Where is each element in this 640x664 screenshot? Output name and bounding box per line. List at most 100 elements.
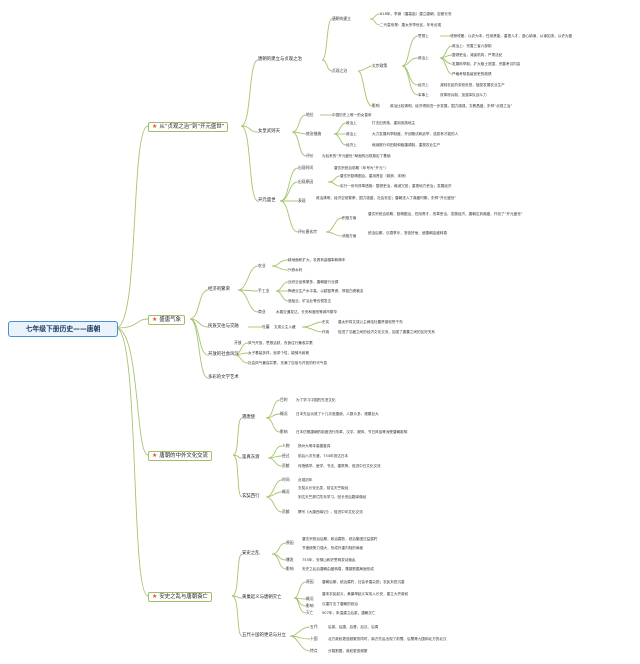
- leaf-text: 陶瓷业生产水平高，以越窑青瓷、邢窑白瓷著名: [288, 289, 364, 293]
- leaf-text: 755年，安禄山和史思明发动叛乱: [302, 558, 356, 562]
- node-xz-time[interactable]: 时间: [282, 477, 290, 482]
- topic-wu-zetian[interactable]: 女皇武则天: [258, 129, 280, 134]
- leaf-text: 促进了汉藏之间的经济文化交流，加强了唐蕃之间的友好关系: [338, 330, 436, 334]
- topic-xuanzang[interactable]: 玄奘西行: [242, 494, 260, 499]
- topic-kaiyuan[interactable]: 开元盛世: [258, 198, 276, 203]
- leaf-text: 分裂割据，政权更迭频繁: [328, 649, 368, 653]
- leaf-text: 到达天竺那烂陀寺学习，回长安后翻译佛经: [298, 495, 367, 499]
- leaf-text: 统治后期，沉湎享乐，宠信奸佞，使唐朝由盛转衰: [368, 231, 448, 235]
- leaf-text: 扬州大明寺高僧鉴真: [298, 444, 331, 448]
- leaf-text: 贞观初年: [298, 478, 313, 482]
- node-as-cause[interactable]: 原因: [286, 540, 294, 545]
- leaf-text: 戒骄戒奢，以农为本，任用贤能，重视人才，虚心纳谏，从谏如流，以史为鉴: [450, 34, 573, 38]
- leaf-text: 政治比较清明，经济得到进一步发展，国力增强，文教昌盛，史称“贞观之治”: [390, 104, 513, 108]
- leaf-key: 积极方面: [342, 216, 357, 220]
- leaf-text: 唐玄宗统治后期，政治腐败，统治集团日益腐朽: [302, 537, 378, 541]
- leaf-text: 节度使势力强大，形成外重内轻的局面: [302, 546, 364, 550]
- node-wu-evaluation[interactable]: 评价: [306, 153, 314, 158]
- leaf-key: 作用: [322, 330, 330, 334]
- topic-label: 军事上: [418, 93, 429, 97]
- leaf-key: 政治上: [346, 121, 357, 125]
- node-xz-contribution[interactable]: 贡献: [282, 509, 290, 514]
- branch-anshi-rebellion[interactable]: ★安史之乱与唐朝衰亡: [148, 592, 212, 602]
- node-founding[interactable]: 唐朝的建立: [332, 16, 351, 21]
- branch-label: 盛唐气象: [159, 317, 181, 323]
- leaf-key: 政治上: [346, 132, 357, 136]
- node-kaiyuan-show[interactable]: 表现: [298, 198, 306, 203]
- leaf-text: 耕地面积扩大，农具有曲辕犁和筒车: [288, 258, 346, 262]
- topic-huangchao[interactable]: 黄巢起义与唐朝灭亡: [242, 595, 282, 600]
- node-jz-process[interactable]: 经过: [282, 453, 290, 458]
- node-qts-influence[interactable]: 影响: [280, 429, 288, 434]
- topic-art[interactable]: 多彩的文学艺术: [208, 375, 239, 380]
- node-kaiyuan-evaluation[interactable]: 评价唐玄宗: [298, 229, 317, 234]
- node-open[interactable]: 开放: [234, 340, 242, 345]
- node-wd-ten[interactable]: 十国: [310, 636, 318, 641]
- leaf-text: 沉重打击了唐朝的统治: [322, 602, 358, 606]
- topic-jianzhen[interactable]: 鉴真东渡: [242, 455, 260, 460]
- node-jz-person[interactable]: 人物: [282, 443, 290, 448]
- node-wu-status[interactable]: 地位: [306, 112, 314, 117]
- topic-tang-founding[interactable]: 唐朝的建立与贞观之治: [258, 57, 302, 62]
- node-as-outbreak[interactable]: 爆发: [286, 557, 294, 562]
- star-icon: ★: [152, 316, 158, 323]
- leaf-text: 撰写《大唐西域记》，促进中印文化交流: [298, 510, 363, 514]
- node-kaiyuan-cause[interactable]: 出现原因: [298, 179, 314, 184]
- node-handicraft[interactable]: 手工业: [258, 288, 270, 293]
- branch-label: 安史之乱与唐朝衰亡: [159, 594, 208, 600]
- topic-anshi[interactable]: 安史之乱: [242, 551, 260, 556]
- topic-label: 经济上: [418, 83, 429, 87]
- branch-zhenguan-kaiyuan[interactable]: ★从“贞观之治”到“开元盛世”: [148, 122, 229, 132]
- leaf-text: 政治清明，经济空前繁荣，国力强盛，社会安定；唐朝进入了鼎盛时期，史称“开元盛世”: [316, 196, 457, 200]
- topic-wudai[interactable]: 五代十国的更迭与分立: [242, 633, 286, 638]
- leaf-text: 传授佛学、医学、书法、建筑等，促进中日文化交流: [298, 464, 381, 468]
- node-wd-feature[interactable]: 特点: [310, 648, 318, 653]
- topic-social[interactable]: 开放的社会风气: [208, 352, 239, 357]
- node-qts-purpose[interactable]: 目的: [280, 397, 288, 402]
- leaf-text: 兴修水利: [288, 268, 303, 272]
- leaf-text: 造船业、矿冶业等也很发达: [288, 299, 332, 303]
- leaf-text: 618年，李渊（唐高祖）建立唐朝，定都长安: [380, 12, 452, 16]
- node-taizong-policy[interactable]: 太宗政策: [372, 63, 388, 68]
- node-wd-five[interactable]: 五代: [310, 624, 318, 629]
- leaf-text: 改革府兵制，加强军队战斗力: [440, 93, 487, 97]
- node-jz-contribution[interactable]: 贡献: [282, 463, 290, 468]
- node-tubo[interactable]: 吐蕃: [262, 324, 270, 329]
- node-as-influence[interactable]: 影响: [286, 566, 294, 571]
- branch-shengtang-qixiang[interactable]: ★盛唐气象: [148, 315, 185, 325]
- node-hc-influence[interactable]: 影响: [306, 603, 314, 608]
- leaf-text: 日本先后派遣了十几次遣唐使，人数众多，规模巨大: [296, 412, 379, 416]
- node-commerce[interactable]: 商业: [258, 309, 266, 314]
- root-topic[interactable]: 七年级下册历史——唐朝: [8, 321, 118, 337]
- node-influence[interactable]: 影响: [372, 103, 380, 108]
- branch-label: 唐朝的中外文化交流: [159, 453, 208, 459]
- node-wu-measures[interactable]: 统治措施: [306, 131, 322, 136]
- branch-cultural-exchange[interactable]: ★唐朝的中外文化交流: [148, 451, 212, 461]
- topic-economy[interactable]: 经济的繁荣: [208, 287, 230, 292]
- leaf-text: 文成公主入藏: [274, 325, 296, 329]
- leaf-text: 社会风气兼容并蓄，充满了自信与开放的时代气息: [248, 361, 328, 365]
- leaf-text: 水路交通发达，长安和洛阳等城市繁华: [276, 310, 338, 314]
- leaf-text: 北方政权更迭频繁的同时，南方先后出现了前蜀、后蜀等九国和北方的北汉: [328, 637, 447, 641]
- leaf-key: 史实: [322, 320, 330, 324]
- node-xz-overview[interactable]: 概况: [282, 489, 290, 494]
- leaf-text: 唐玄宗励精图治，重用贤臣（姚崇、宋璟）: [340, 174, 409, 178]
- node-qts-overview[interactable]: 概况: [280, 411, 288, 416]
- leaf-text: 实行一系列改革措施：整顿吏治，裁减冗官；重视地方吏治；发展经济: [340, 184, 452, 188]
- leaf-text: 政治上：完善三省六部制: [452, 44, 492, 48]
- star-icon: ★: [152, 593, 158, 600]
- leaf-text: 风气开放，思想活跃，衣食住行兼收并蓄: [248, 341, 313, 345]
- topic-qiantangshi[interactable]: 遣唐使: [242, 415, 256, 420]
- leaf-text: 为了学习中国的先进文化: [296, 398, 336, 402]
- node-hc-overview[interactable]: 概况: [306, 596, 314, 601]
- node-hc-cause[interactable]: 原因: [306, 579, 314, 584]
- node-zhenguan[interactable]: 贞观之治: [332, 68, 348, 73]
- topic-ethnic[interactable]: 民族交往与交融: [208, 324, 239, 329]
- node-kaiyuan-time[interactable]: 出现时间: [298, 165, 314, 170]
- node-hc-fall[interactable]: 灭亡: [306, 610, 314, 615]
- node-agriculture[interactable]: 农业: [258, 263, 266, 268]
- leaf-text: 中国历史上唯一的女皇帝: [332, 113, 372, 117]
- leaf-text: 安史之乱后唐朝由盛转衰，藩镇割据局面形成: [302, 567, 374, 571]
- leaf-text: 后梁、后唐、后晋、后汉、后周: [328, 625, 379, 629]
